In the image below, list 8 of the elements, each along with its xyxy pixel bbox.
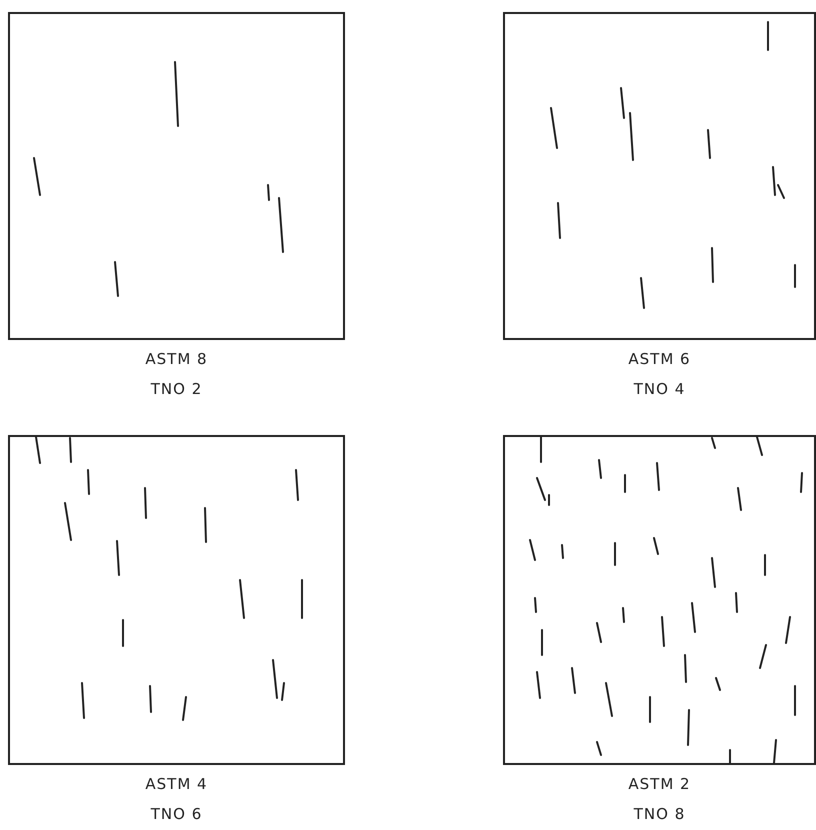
panel-caption: TNO 4	[634, 380, 686, 398]
panel-caption: TNO 8	[634, 805, 686, 823]
panel-caption: ASTM 6	[628, 350, 691, 368]
panel-caption: TNO 6	[150, 805, 202, 823]
panel-caption: ASTM 4	[145, 775, 208, 793]
panel-caption: TNO 2	[150, 380, 202, 398]
panel-caption: ASTM 8	[145, 350, 208, 368]
panel-caption: ASTM 2	[628, 775, 691, 793]
